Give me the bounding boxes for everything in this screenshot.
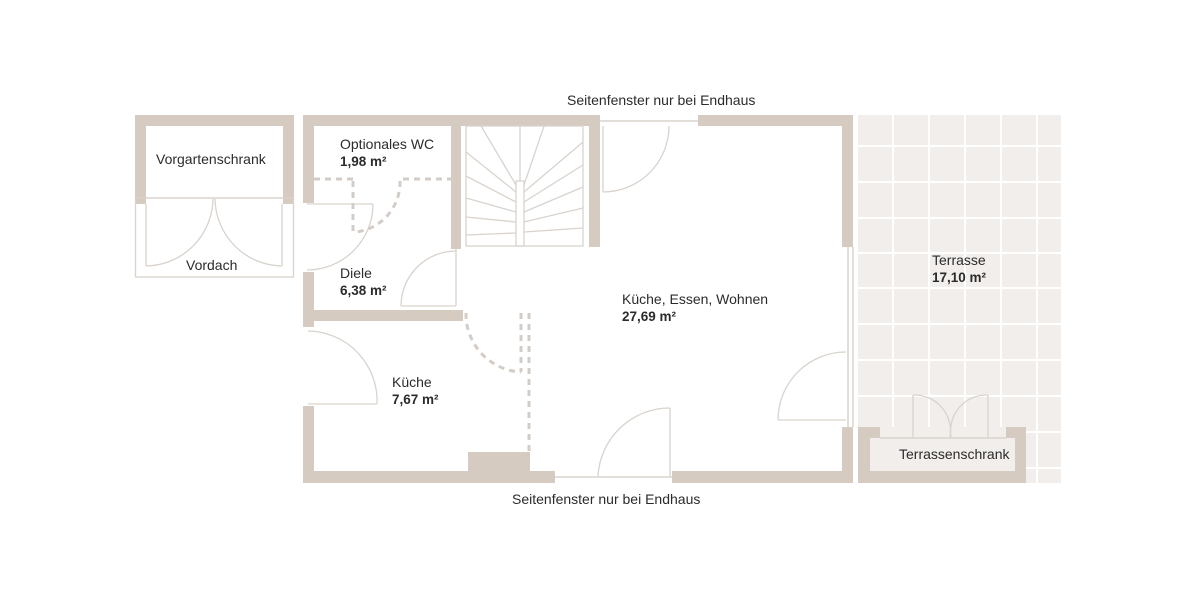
- room-label-diele: Diele: [340, 265, 372, 281]
- front-cabinet: [134, 115, 295, 278]
- side-window-note-top: Seitenfenster nur bei Endhaus: [567, 92, 756, 108]
- room-label-terrasse: Terrasse: [932, 252, 986, 268]
- room-label-kueche: Küche: [392, 374, 432, 390]
- room-area-wc: 1,98 m²: [340, 154, 387, 169]
- doors: [306, 125, 847, 477]
- room-label-terrassenschrank: Terrassenschrank: [899, 446, 1010, 462]
- room-label-vorgartenschrank: Vorgartenschrank: [156, 151, 266, 167]
- terrace-area: [858, 115, 1061, 483]
- room-label-wohnen: Küche, Essen, Wohnen: [622, 291, 769, 307]
- room-label-wc: Optionales WC: [340, 136, 435, 152]
- side-window-note-bottom: Seitenfenster nur bei Endhaus: [512, 491, 701, 507]
- room-area-wohnen: 27,69 m²: [622, 309, 677, 324]
- terrace-cabinet: [858, 394, 1026, 483]
- room-area-kueche: 7,67 m²: [392, 392, 439, 407]
- room-area-terrasse: 17,10 m²: [932, 270, 987, 285]
- room-area-diele: 6,38 m²: [340, 283, 387, 298]
- staircase: [465, 125, 584, 247]
- optional-walls: [314, 177, 531, 452]
- house-walls: [303, 115, 853, 483]
- room-label-vordach: Vordach: [186, 257, 238, 273]
- window-lines: [555, 120, 854, 478]
